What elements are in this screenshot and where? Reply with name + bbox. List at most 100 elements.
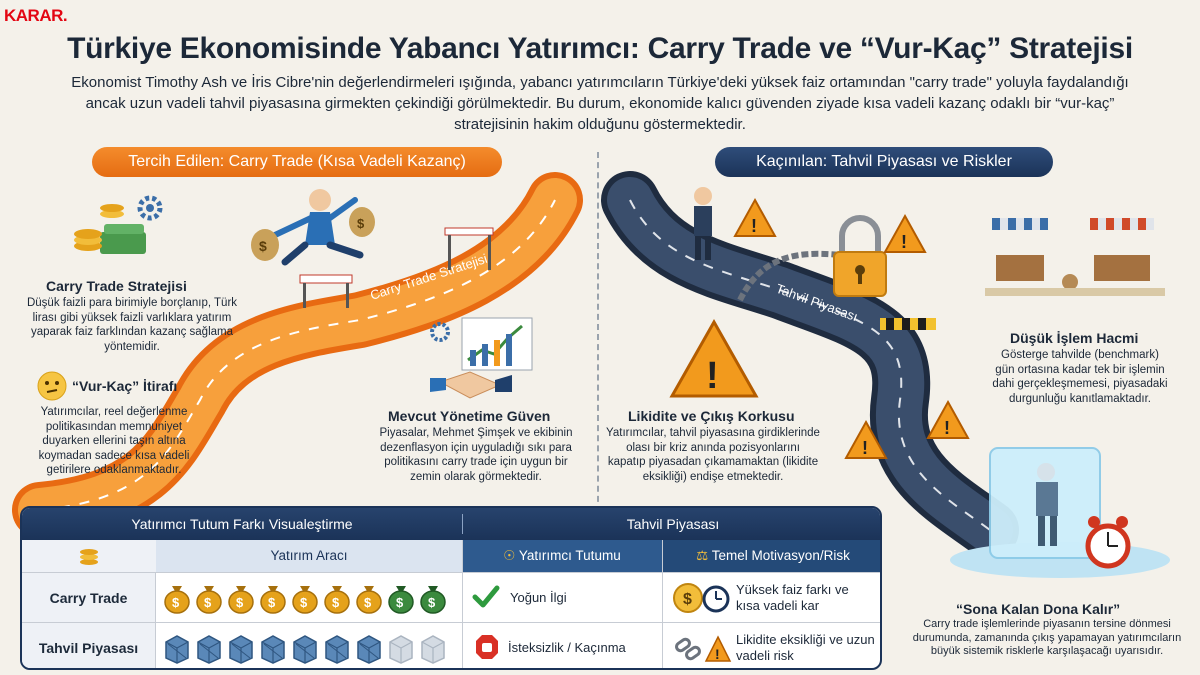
section-divider [597,152,599,512]
barrier-icon [880,318,936,330]
chain-icon [737,250,841,302]
confession-text: Yatırımcılar, reel değerlenme politikası… [38,406,190,476]
svg-text:!: ! [901,232,907,252]
svg-text:!: ! [862,438,868,458]
broken-chain-warning-icon: ! [672,631,732,668]
table-row: Carry Trade $ $ $ $ $ $ $ $ $ Yoğun İlgi $ Yükse… [22,572,880,623]
crate-icon [389,635,413,664]
svg-text:!: ! [706,355,719,397]
svg-text:$: $ [300,595,308,610]
gear-icon [137,195,163,221]
money-bag-row: $ $ $ $ $ $ $ $ $ [162,582,450,619]
money-bag-icon: $ [228,586,254,614]
carry-trade-road: Carry Trade Stratejisi [12,172,583,538]
money-stack-icon [74,204,146,254]
svg-text:$: $ [332,595,340,610]
thinking-face-icon [37,371,67,401]
svg-text:$: $ [204,595,212,610]
svg-text:$: $ [172,595,180,610]
col-instrument: Yatırım Aracı [156,540,462,572]
money-bag-icon: $ [356,586,382,614]
frozen-text: Carry trade işlemlerinde piyasanın tersi… [912,618,1182,657]
row-label: Carry Trade [22,573,156,623]
svg-text:!: ! [715,646,720,662]
crate-icon [421,635,445,664]
svg-text:$: $ [268,595,276,610]
hurdle-icon [444,227,494,270]
brand-logo: KARAR. [4,6,68,25]
checkmark-icon [472,585,500,614]
crate-icon [325,635,349,664]
person-search-icon: ☉ [503,548,516,563]
warning-icon: ! [733,197,777,237]
carry-strategy-text: Düşük faizli para birimiyle borçlanıp, T… [26,297,238,353]
confession-title: “Vur-Kaç” İtirafı [72,378,178,394]
page-title: Türkiye Ekonomisinde Yabancı Yatırımcı: … [67,32,1133,65]
scales-icon: ⚖ [696,548,709,563]
motivation-text: Likidite eksikliği ve uzun vadeli risk [736,632,875,663]
table-row: Tahvil Piyasası İsteksizlik / Kaçınma ! … [22,622,880,668]
carry-strategy-title: Carry Trade Stratejisi [46,278,187,294]
motivation-text: Yüksek faiz farkı ve kısa vadeli kar [736,582,849,613]
liquidity-text: Yatırımcılar, tahvil piyasasına girdikle… [606,427,820,483]
crate-icon [293,635,317,664]
money-bag-icon: $ [196,586,222,614]
warning-icon: ! [844,419,888,459]
svg-text:$: $ [357,216,365,231]
col-motivation: ⚖ Temel Motivasyon/Risk [662,540,880,572]
svg-text:$: $ [364,595,372,610]
svg-text:!: ! [751,216,757,236]
businessman-runner-icon: $ $ [251,189,375,266]
svg-text:!: ! [944,418,950,438]
money-bag-icon: $ [324,586,350,614]
svg-text:$: $ [236,595,244,610]
crate-icon [261,635,285,664]
stop-icon [474,633,500,666]
trust-text: Piyasalar, Mehmet Şimşek ve ekibinin dez… [379,427,573,483]
ice-cube-row [162,632,450,668]
svg-text:$: $ [683,591,692,608]
frozen-title: “Sona Kalan Dona Kalır” [956,601,1121,617]
attitude-text: Yoğun İlgi [510,590,567,605]
left-section-header: Tercih Edilen: Carry Trade (Kısa Vadeli … [92,147,502,177]
crate-icon [197,635,221,664]
warning-icon: ! [669,318,759,398]
padlock-icon [833,215,887,297]
row-label: Tahvil Piyasası [22,623,156,668]
money-bag-icon: $ [292,586,318,614]
alarm-clock-icon [1085,516,1131,569]
money-bag-icon: $ [260,586,286,614]
comparison-table: Yatırımcı Tutum Farkı Visualeştirme Tahv… [20,506,882,670]
volume-text: Gösterge tahvilde (benchmark) gün ortası… [992,349,1168,405]
crate-icon [229,635,253,664]
handshake-icon [430,317,533,399]
coin-clock-icon: $ [672,581,732,620]
svg-text:$: $ [396,595,404,610]
table-subheader: Yatırım Aracı ☉ Yatırımcı Tutumu ⚖ Temel… [22,540,880,572]
money-bag-icon: $ [388,586,414,614]
crate-icon [357,635,381,664]
thinking-businessman-icon [694,187,712,260]
volume-title: Düşük İşlem Hacmi [1010,330,1139,346]
bond-market-road: Tahvil Piyasası [601,171,1019,559]
hurdle-icon [299,274,353,308]
svg-text:$: $ [428,595,436,610]
crate-icon [165,635,189,664]
warning-icon: ! [926,399,970,439]
warning-icon: ! [883,213,927,253]
table-header-right: Tahvil Piyasası [626,516,720,532]
trust-title: Mevcut Yönetime Güven [388,408,551,424]
money-bag-icon: $ [164,586,190,614]
intro-paragraph: Ekonomist Timothy Ash ve İris Cibre'nin … [71,74,1129,133]
svg-text:$: $ [259,238,267,254]
empty-market-stall-icon [985,218,1165,296]
col-attitude: ☉ Yatırımcı Tutumu [462,540,662,572]
right-section-header: Kaçınılan: Tahvil Piyasası ve Riskler [715,147,1053,177]
money-bag-icon: $ [420,586,446,614]
table-header-left: Yatırımcı Tutum Farkı Visualeştirme [131,516,353,532]
coins-icon [22,540,156,572]
liquidity-title: Likidite ve Çıkış Korkusu [628,408,795,424]
attitude-text: İsteksizlik / Kaçınma [508,640,626,655]
table-header: Yatırımcı Tutum Farkı Visualeştirme Tahv… [22,508,880,540]
